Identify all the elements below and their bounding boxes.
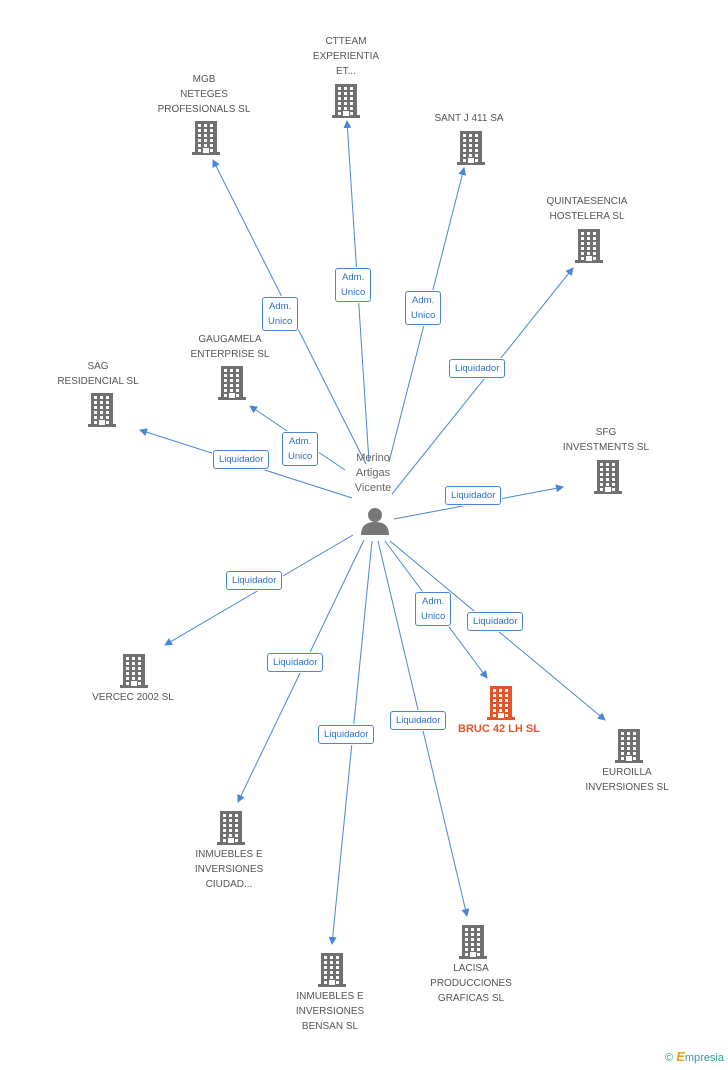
building-icon-santj[interactable] <box>457 131 485 170</box>
building-icon-quinta[interactable] <box>575 229 603 268</box>
relation-tag-bruc: Adm. Unico <box>415 592 452 626</box>
company-label-quinta[interactable]: QUINTAESENCIA HOSTELERA SL <box>522 194 652 224</box>
company-label-sag[interactable]: SAG RESIDENCIAL SL <box>33 359 163 389</box>
company-name: INMUEBLES E INVERSIONES BENSAN SL <box>295 991 365 1032</box>
company-name: EUROILLA INVERSIONES SL <box>585 767 669 793</box>
building-icon-sag[interactable] <box>88 393 116 432</box>
relation-tag-mgb: Adm. Unico <box>262 297 299 331</box>
brand-name: mpresia <box>684 1052 724 1064</box>
company-name: SFG INVESTMENTS SL <box>562 427 650 453</box>
company-label-santj[interactable]: SANT J 411 SA <box>404 111 534 126</box>
person-icon[interactable] <box>360 506 390 536</box>
relation-tag-inmbensan: Liquidador <box>318 725 375 744</box>
company-name: LACISA PRODUCCIONES GRAFICAS SL <box>430 963 512 1004</box>
building-icon-euroilla[interactable] <box>615 729 643 768</box>
company-label-bruc[interactable]: BRUC 42 LH SL <box>434 722 564 737</box>
building-icon-inmciudad[interactable] <box>217 811 245 850</box>
company-label-inmbensan[interactable]: INMUEBLES E INVERSIONES BENSAN SL <box>265 989 395 1034</box>
company-name: SAG RESIDENCIAL SL <box>57 361 139 387</box>
company-label-euroilla[interactable]: EUROILLA INVERSIONES SL <box>562 765 692 795</box>
building-icon-inmbensan[interactable] <box>318 953 346 992</box>
company-name: INMUEBLES E INVERSIONES CIUDAD... <box>194 849 264 890</box>
relation-tag-quinta: Liquidador <box>449 359 506 378</box>
relation-tag-sfg: Liquidador <box>445 486 502 505</box>
relation-tag-ctteam: Adm. Unico <box>335 268 372 302</box>
relation-tag-vercec: Liquidador <box>226 571 283 590</box>
brand-footer: © Empresia <box>665 1049 724 1064</box>
relation-tag-lacisa: Liquidador <box>390 711 447 730</box>
company-label-gauga[interactable]: GAUGAMELA ENTERPRISE SL <box>165 332 295 362</box>
building-icon-ctteam[interactable] <box>332 84 360 123</box>
building-icon-mgb[interactable] <box>192 121 220 160</box>
relation-tag-gauga: Adm. Unico <box>282 432 319 466</box>
person-name[interactable]: Merino Artigas Vicente <box>354 452 392 494</box>
copyright-icon: © <box>665 1052 674 1064</box>
relation-tag-santj: Adm. Unico <box>405 291 442 325</box>
company-name: MGB NETEGES PROFESIONALS SL <box>157 74 251 115</box>
edge-vercec <box>164 534 354 646</box>
building-icon-gauga[interactable] <box>218 366 246 405</box>
company-name: SANT J 411 SA <box>434 113 504 124</box>
building-icon-sfg[interactable] <box>594 460 622 499</box>
building-icon-lacisa[interactable] <box>459 925 487 964</box>
company-label-inmciudad[interactable]: INMUEBLES E INVERSIONES CIUDAD... <box>164 847 294 892</box>
company-name: VERCEC 2002 SL <box>92 692 174 703</box>
company-label-ctteam[interactable]: CTTEAM EXPERIENTIA ET... <box>281 34 411 79</box>
company-label-lacisa[interactable]: LACISA PRODUCCIONES GRAFICAS SL <box>406 961 536 1006</box>
company-name: GAUGAMELA ENTERPRISE SL <box>190 334 270 360</box>
relation-tag-inmciudad: Liquidador <box>267 653 324 672</box>
company-label-vercec[interactable]: VERCEC 2002 SL <box>68 690 198 705</box>
company-label-sfg[interactable]: SFG INVESTMENTS SL <box>541 425 671 455</box>
company-name: BRUC 42 LH SL <box>458 723 540 735</box>
company-name: QUINTAESENCIA HOSTELERA SL <box>546 196 628 222</box>
brand-initial: E <box>676 1049 685 1064</box>
building-icon-vercec[interactable] <box>120 654 148 693</box>
edge-quinta <box>391 267 574 495</box>
company-label-mgb[interactable]: MGB NETEGES PROFESIONALS SL <box>139 72 269 117</box>
relation-tag-sag: Liquidador <box>213 450 270 469</box>
company-name: CTTEAM EXPERIENTIA ET... <box>312 36 380 77</box>
building-icon-bruc[interactable] <box>487 686 515 725</box>
relation-tag-euroilla: Liquidador <box>467 612 524 631</box>
